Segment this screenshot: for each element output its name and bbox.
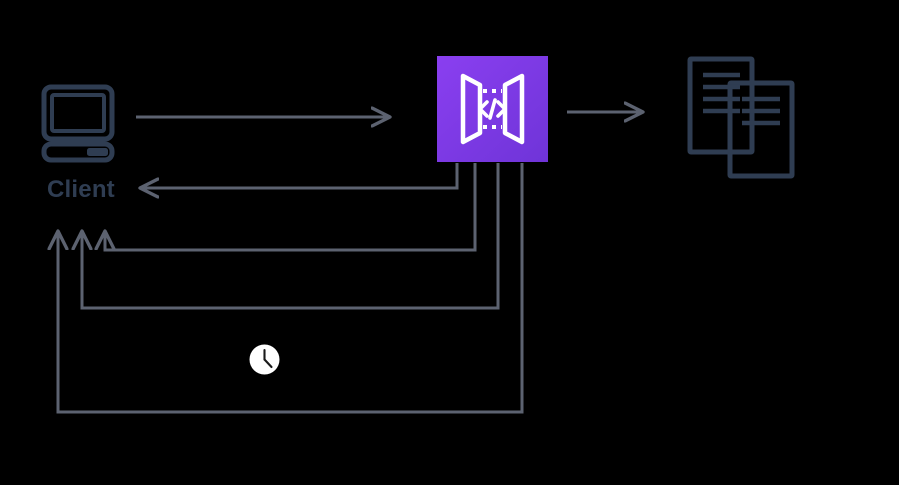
client-label: Client — [47, 176, 115, 203]
aws-api-gateway-icon — [437, 56, 548, 162]
edge-response-3 — [82, 163, 500, 310]
clock-icon — [249, 344, 280, 375]
edge-response-1 — [140, 163, 459, 188]
edge-response-2 — [105, 163, 477, 252]
desktop-computer-icon — [41, 84, 115, 163]
documents-icon — [687, 56, 795, 179]
edge-response-4 — [58, 163, 524, 414]
